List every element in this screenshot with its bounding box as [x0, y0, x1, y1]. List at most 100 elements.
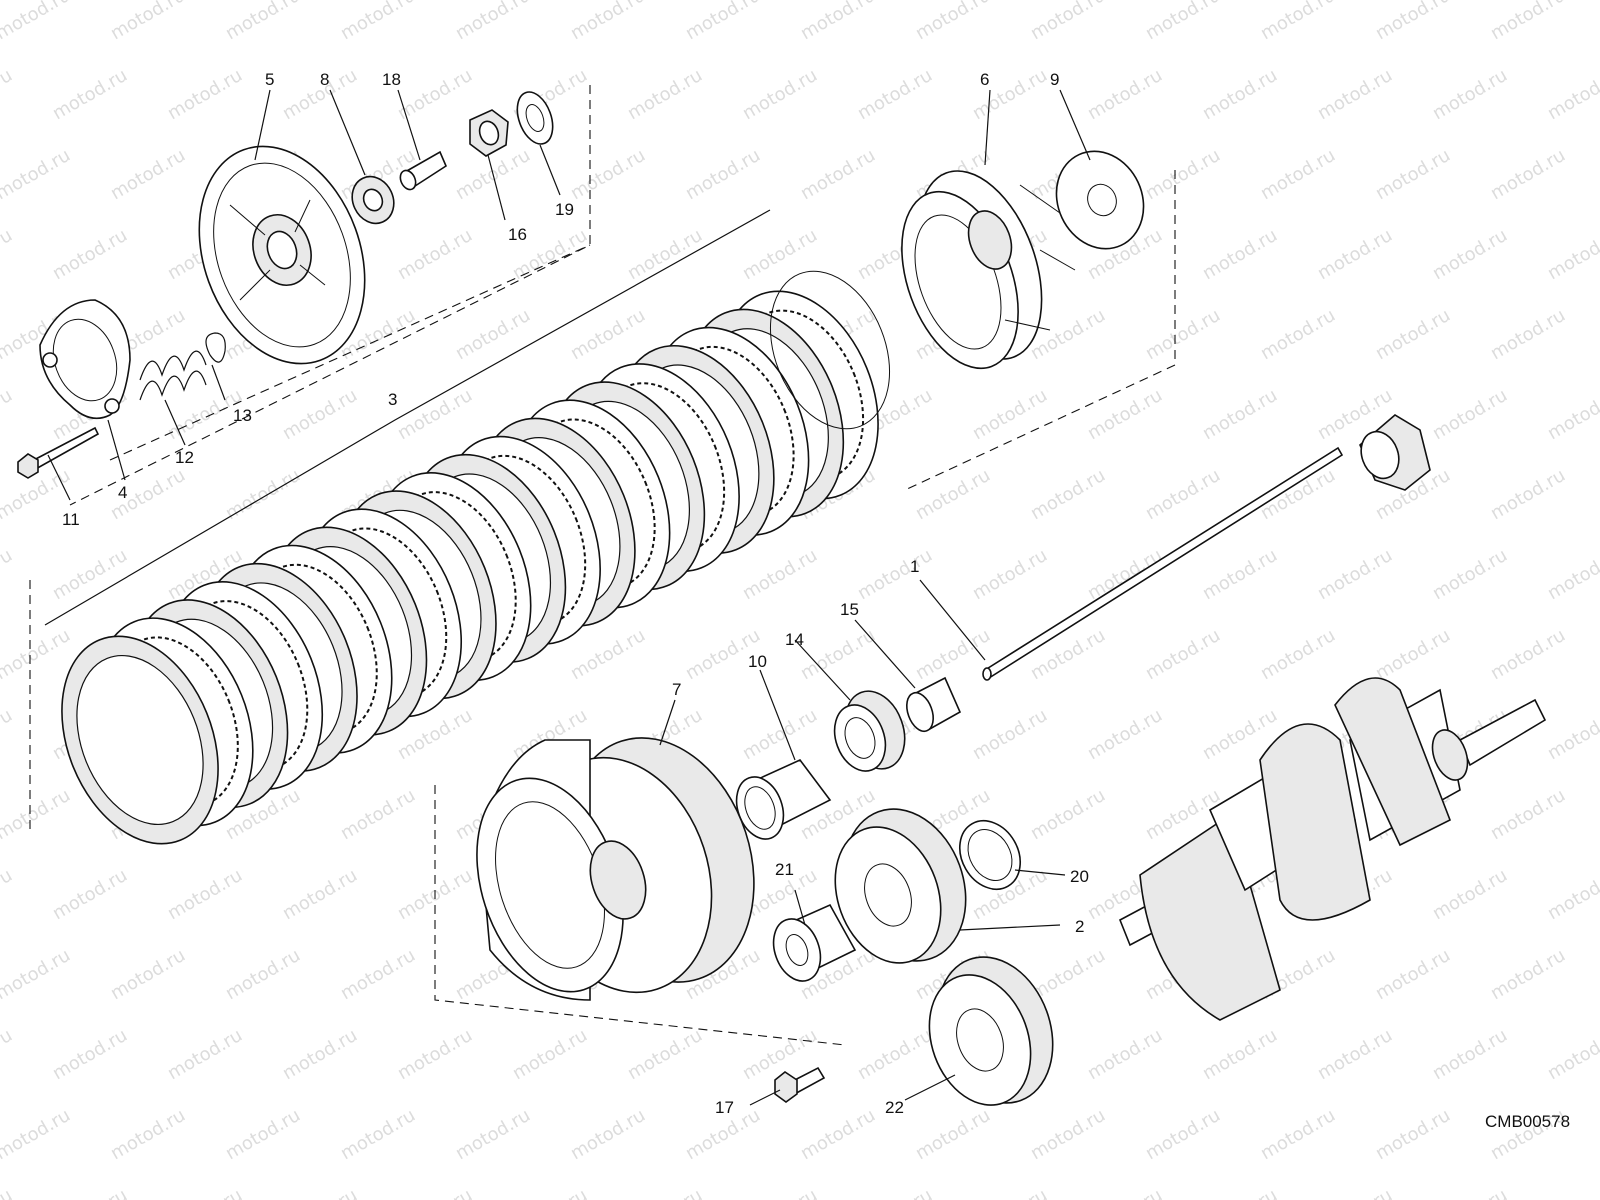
watermark-text: motod.ru [567, 1105, 649, 1164]
watermark-text: motod.ru [0, 945, 74, 1004]
watermark-text: motod.ru [739, 705, 821, 764]
watermark-text: motod.ru [624, 1025, 706, 1084]
watermark-text: motod.ru [1199, 65, 1281, 124]
sleeve-10 [735, 759, 832, 840]
watermark-text: motod.ru [1084, 705, 1166, 764]
gear-14 [833, 690, 906, 772]
watermark-text: motod.ru [1487, 465, 1569, 524]
watermark-text: motod.ru [1314, 225, 1396, 284]
watermark-text: motod.ru [682, 0, 764, 44]
watermark-text: motod.ru [1544, 1185, 1600, 1200]
watermark-text: motod.ru [49, 225, 131, 284]
thrust-washer [1055, 150, 1145, 250]
callout-6: 6 [980, 70, 989, 89]
boundary-hub [904, 170, 1176, 491]
watermark-text: motod.ru [797, 1105, 879, 1164]
watermark-text: motod.ru [854, 1185, 936, 1200]
watermark-text: motod.ru [1314, 1185, 1396, 1200]
watermark-text: motod.ru [107, 945, 189, 1004]
clutch-plate-pack [61, 270, 891, 845]
bearing [351, 175, 395, 225]
watermark-text: motod.ru [854, 1025, 936, 1084]
callout-13: 13 [233, 406, 252, 425]
bushing-21 [772, 903, 857, 982]
watermark-text: motod.ru [1084, 1025, 1166, 1084]
callout-20: 20 [1070, 867, 1089, 886]
leader-lines [47, 89, 1091, 1106]
watermark-text: motod.ru [222, 945, 304, 1004]
watermark-text: motod.ru [0, 625, 74, 684]
watermark-text: motod.ru [969, 705, 1051, 764]
gear-22 [928, 956, 1054, 1106]
watermark-text: motod.ru [1487, 625, 1569, 684]
watermark-text: motod.ru [797, 145, 879, 204]
callout-19: 19 [555, 200, 574, 219]
assembly-boundaries [29, 85, 1176, 1046]
watermark-text: motod.ru [452, 305, 534, 364]
clutch-shaft [982, 414, 1431, 681]
watermark-text: motod.ru [624, 1185, 706, 1200]
watermark-text: motod.ru [1429, 65, 1511, 124]
watermark-text: motod.ru [1372, 145, 1454, 204]
watermark-text: motod.ru [1084, 65, 1166, 124]
watermark-text: motod.ru [1487, 305, 1569, 364]
watermark-text: motod.ru [912, 625, 994, 684]
watermark-text: motod.ru [394, 225, 476, 284]
watermark-text: motod.ru [1544, 865, 1600, 924]
watermark-text: motod.ru [1257, 305, 1339, 364]
watermark-text: motod.ru [1084, 1185, 1166, 1200]
watermark-text: motod.ru [49, 1025, 131, 1084]
watermark-text: motod.ru [1257, 1105, 1339, 1164]
watermark-text: motod.ru [337, 1105, 419, 1164]
watermark-text: motod.ru [1372, 625, 1454, 684]
watermark-text: motod.ru [1487, 0, 1569, 44]
watermark-text: motod.ru [1027, 0, 1109, 44]
lock-washer [516, 91, 554, 145]
watermark-text: motod.ru [0, 1025, 16, 1084]
watermark-text: motod.ru [567, 0, 649, 44]
watermark-text: motod.ru [1199, 545, 1281, 604]
watermark-text: motod.ru [452, 1105, 534, 1164]
watermark-text: motod.ru [1027, 465, 1109, 524]
watermark-text: motod.ru [0, 65, 16, 124]
watermark-text: motod.ru [1257, 0, 1339, 44]
watermark-text: motod.ru [0, 1105, 74, 1164]
watermark-text: motod.ru [222, 465, 304, 524]
watermark-text: motod.ru [1199, 385, 1281, 444]
callout-4: 4 [118, 483, 127, 502]
watermark-text: motod.ru [164, 65, 246, 124]
callout-11: 11 [62, 510, 80, 529]
callout-8: 8 [320, 70, 329, 89]
callout-3: 3 [388, 390, 397, 409]
watermark-text: motod.ru [1314, 1025, 1396, 1084]
watermark-text: motod.ru [107, 145, 189, 204]
watermark-text: motod.ru [1199, 1025, 1281, 1084]
watermark-text: motod.ru [1372, 1105, 1454, 1164]
watermark-text: motod.ru [0, 785, 74, 844]
watermark-text: motod.ru [1544, 385, 1600, 444]
watermark-text: motod.ru [164, 1185, 246, 1200]
watermark-text: motod.ru [337, 0, 419, 44]
watermark-text: motod.ru [0, 705, 16, 764]
callout-10: 10 [748, 652, 767, 671]
watermark-text: motod.ru [1142, 1105, 1224, 1164]
watermark-text: motod.ru [567, 625, 649, 684]
watermark-text: motod.ru [624, 65, 706, 124]
callout-16: 16 [508, 225, 527, 244]
watermark-text: motod.ru [739, 225, 821, 284]
circlip [205, 332, 226, 363]
watermark-text: motod.ru [1487, 945, 1569, 1004]
watermark-text: motod.ru [1487, 785, 1569, 844]
watermark-text: motod.ru [1142, 305, 1224, 364]
watermark-text: motod.ru [1372, 0, 1454, 44]
watermark-text: motod.ru [337, 785, 419, 844]
callout-9: 9 [1050, 70, 1059, 89]
watermark-text: motod.ru [739, 545, 821, 604]
watermark-text: motod.ru [452, 0, 534, 44]
boundary-upper-left [69, 85, 591, 506]
watermark-text: motod.ru [1429, 385, 1511, 444]
wire-ring [769, 270, 891, 430]
watermark-text: motod.ru [1027, 1105, 1109, 1164]
callout-14: 14 [785, 630, 804, 649]
